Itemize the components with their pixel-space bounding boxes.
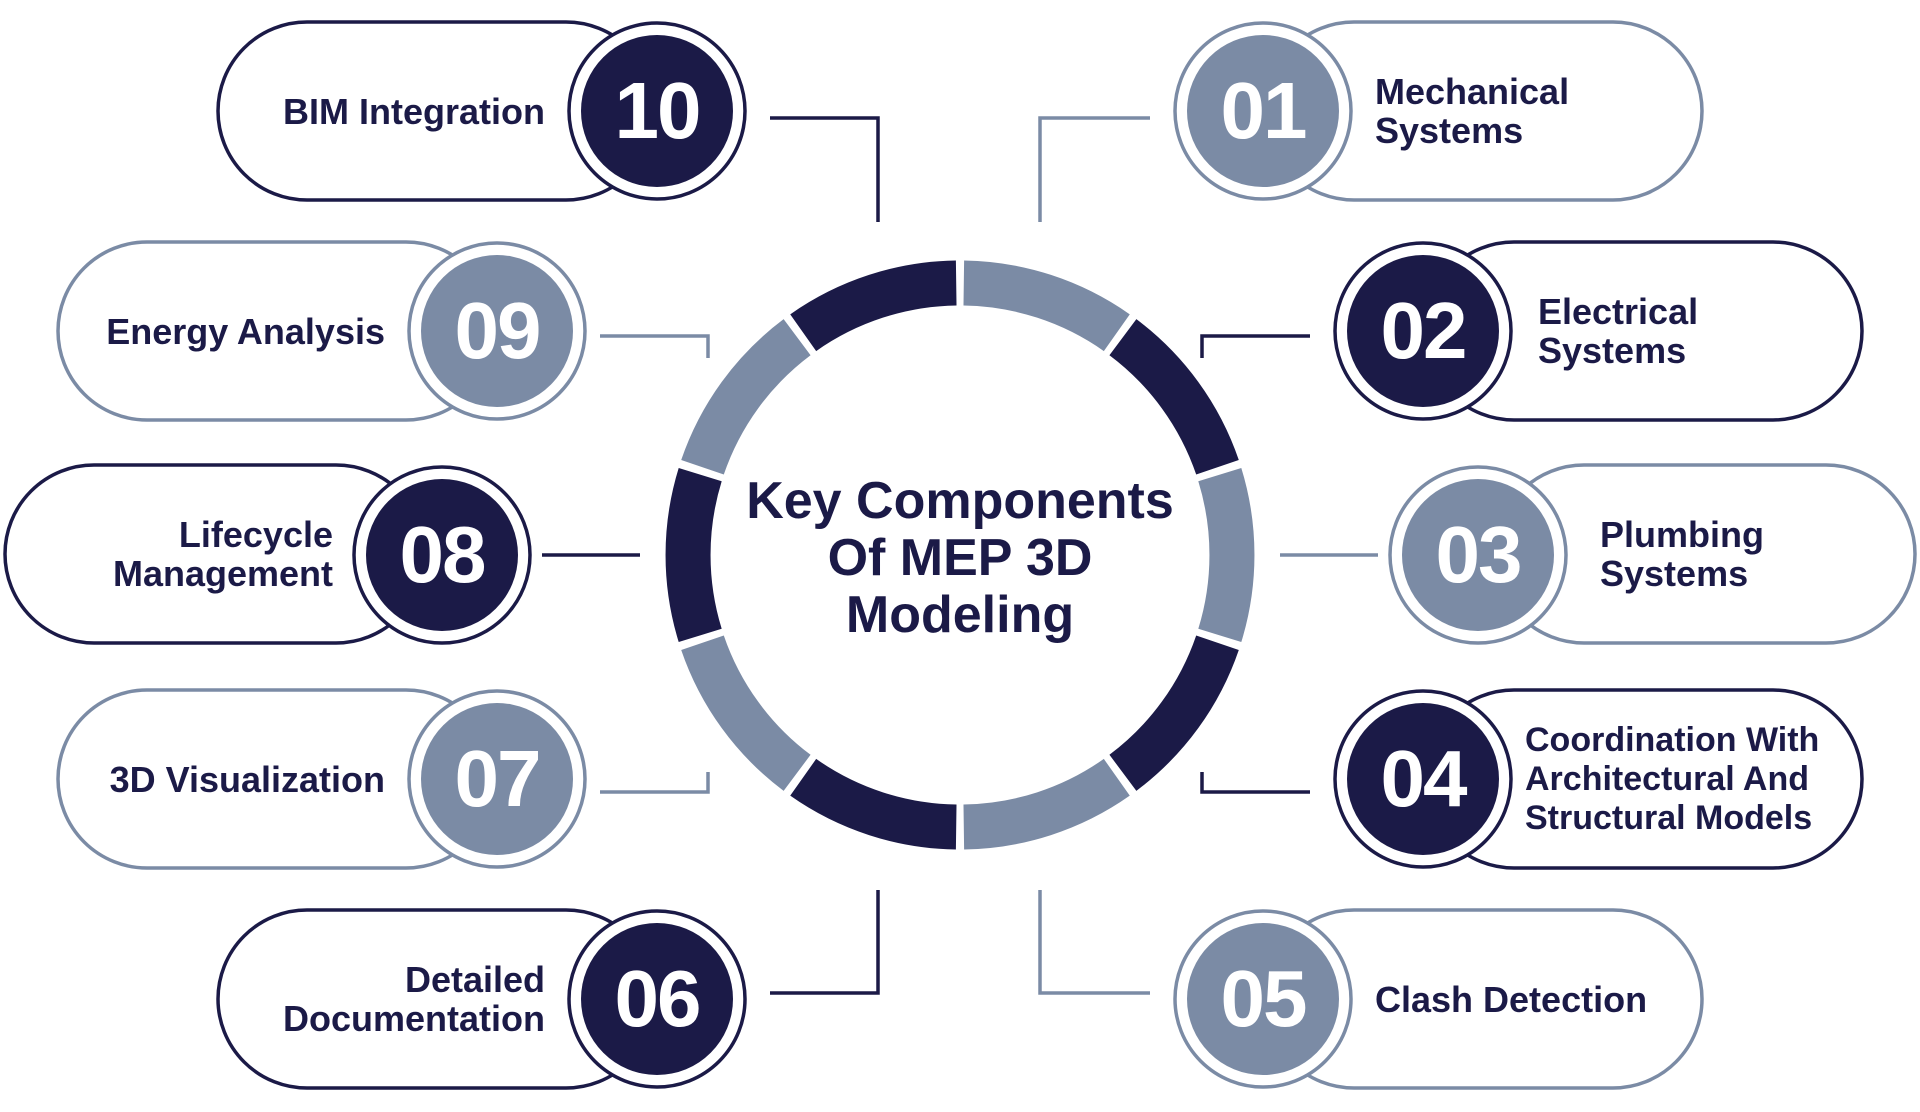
- number-circle-06: [581, 923, 733, 1075]
- connector-05: [1038, 890, 1150, 995]
- ring-segment-1: [963, 260, 1130, 352]
- component-label-02: Electrical Systems: [1538, 242, 1858, 420]
- label-02-line-2: Systems: [1538, 330, 1687, 371]
- label-02-line-1: Electrical: [1538, 291, 1699, 332]
- number-circle-10: [581, 35, 733, 187]
- ring-segment-2: [1109, 319, 1239, 475]
- title-line-3: Modeling: [845, 585, 1075, 644]
- number-badge-07: 07: [454, 734, 542, 823]
- ring-segment-3: [1198, 467, 1255, 643]
- number-badge-03: 03: [1435, 510, 1523, 599]
- component-label-01: Mechanical Systems: [1375, 22, 1695, 200]
- label-04-line-1: Coordination With: [1525, 720, 1820, 759]
- number-badge-09: 09: [454, 286, 542, 375]
- label-10-line-1: BIM Integration: [283, 90, 545, 132]
- ring-segment-9: [681, 319, 811, 475]
- ring-segment-5: [963, 758, 1130, 850]
- component-label-07: 3D Visualization: [65, 690, 385, 868]
- component-label-08: Lifecycle Management: [35, 465, 333, 643]
- number-badge-02: 02: [1380, 286, 1468, 375]
- number-badge-10: 10: [614, 66, 702, 155]
- label-04-line-3: Structural Models: [1525, 798, 1813, 837]
- label-01-line-1: Mechanical: [1375, 71, 1570, 112]
- label-05-line-1: Clash Detection: [1375, 978, 1648, 1020]
- center-title: Key Components Of MEP 3D Modeling: [720, 463, 1200, 653]
- number-badge-01: 01: [1220, 66, 1308, 155]
- component-label-09: Energy Analysis: [65, 242, 385, 420]
- label-04-line-2: Architectural And: [1525, 759, 1810, 798]
- connector-01: [1038, 116, 1150, 222]
- number-circle-08: [366, 479, 518, 631]
- label-07-line-1: 3D Visualization: [109, 758, 385, 800]
- component-label-04: Coordination With Architectural And Stru…: [1525, 690, 1865, 868]
- ring-segment-10: [790, 260, 957, 352]
- number-badge-04: 04: [1380, 734, 1468, 823]
- connector-06: [770, 890, 880, 995]
- number-circle-09: [421, 255, 573, 407]
- number-badge-08: 08: [399, 510, 487, 599]
- number-circle-05: [1187, 923, 1339, 1075]
- number-circle-07: [421, 703, 573, 855]
- label-03-line-2: Systems: [1600, 553, 1749, 594]
- number-circle-03: [1402, 479, 1554, 631]
- title-line-2: Of MEP 3D: [827, 528, 1093, 587]
- ring-segment-7: [681, 635, 811, 791]
- number-badge-06: 06: [614, 954, 702, 1043]
- component-label-06: Detailed Documentation: [220, 910, 545, 1088]
- number-circle-04: [1347, 703, 1499, 855]
- label-08-line-1: Lifecycle: [178, 514, 333, 555]
- number-circle-01: [1187, 35, 1339, 187]
- label-01-line-2: Systems: [1375, 110, 1524, 151]
- connector-09: [600, 334, 710, 358]
- ring-segment-8: [665, 467, 722, 643]
- connector-07: [600, 772, 710, 794]
- connector-04: [1200, 772, 1310, 794]
- component-label-05: Clash Detection: [1375, 910, 1695, 1088]
- label-06-line-1: Detailed: [404, 959, 545, 1000]
- connector-02: [1200, 334, 1310, 358]
- label-09-line-1: Energy Analysis: [106, 310, 385, 352]
- component-label-10: BIM Integration: [220, 22, 545, 200]
- label-03-line-1: Plumbing: [1600, 514, 1764, 555]
- connector-10: [770, 116, 880, 222]
- number-badge-05: 05: [1220, 954, 1308, 1043]
- component-label-03: Plumbing Systems: [1600, 465, 1900, 643]
- ring-segment-6: [790, 758, 957, 850]
- title-line-1: Key Components: [746, 471, 1174, 530]
- number-circle-02: [1347, 255, 1499, 407]
- label-08-line-2: Management: [112, 553, 333, 594]
- label-06-line-2: Documentation: [282, 998, 545, 1039]
- ring-segment-4: [1109, 635, 1239, 791]
